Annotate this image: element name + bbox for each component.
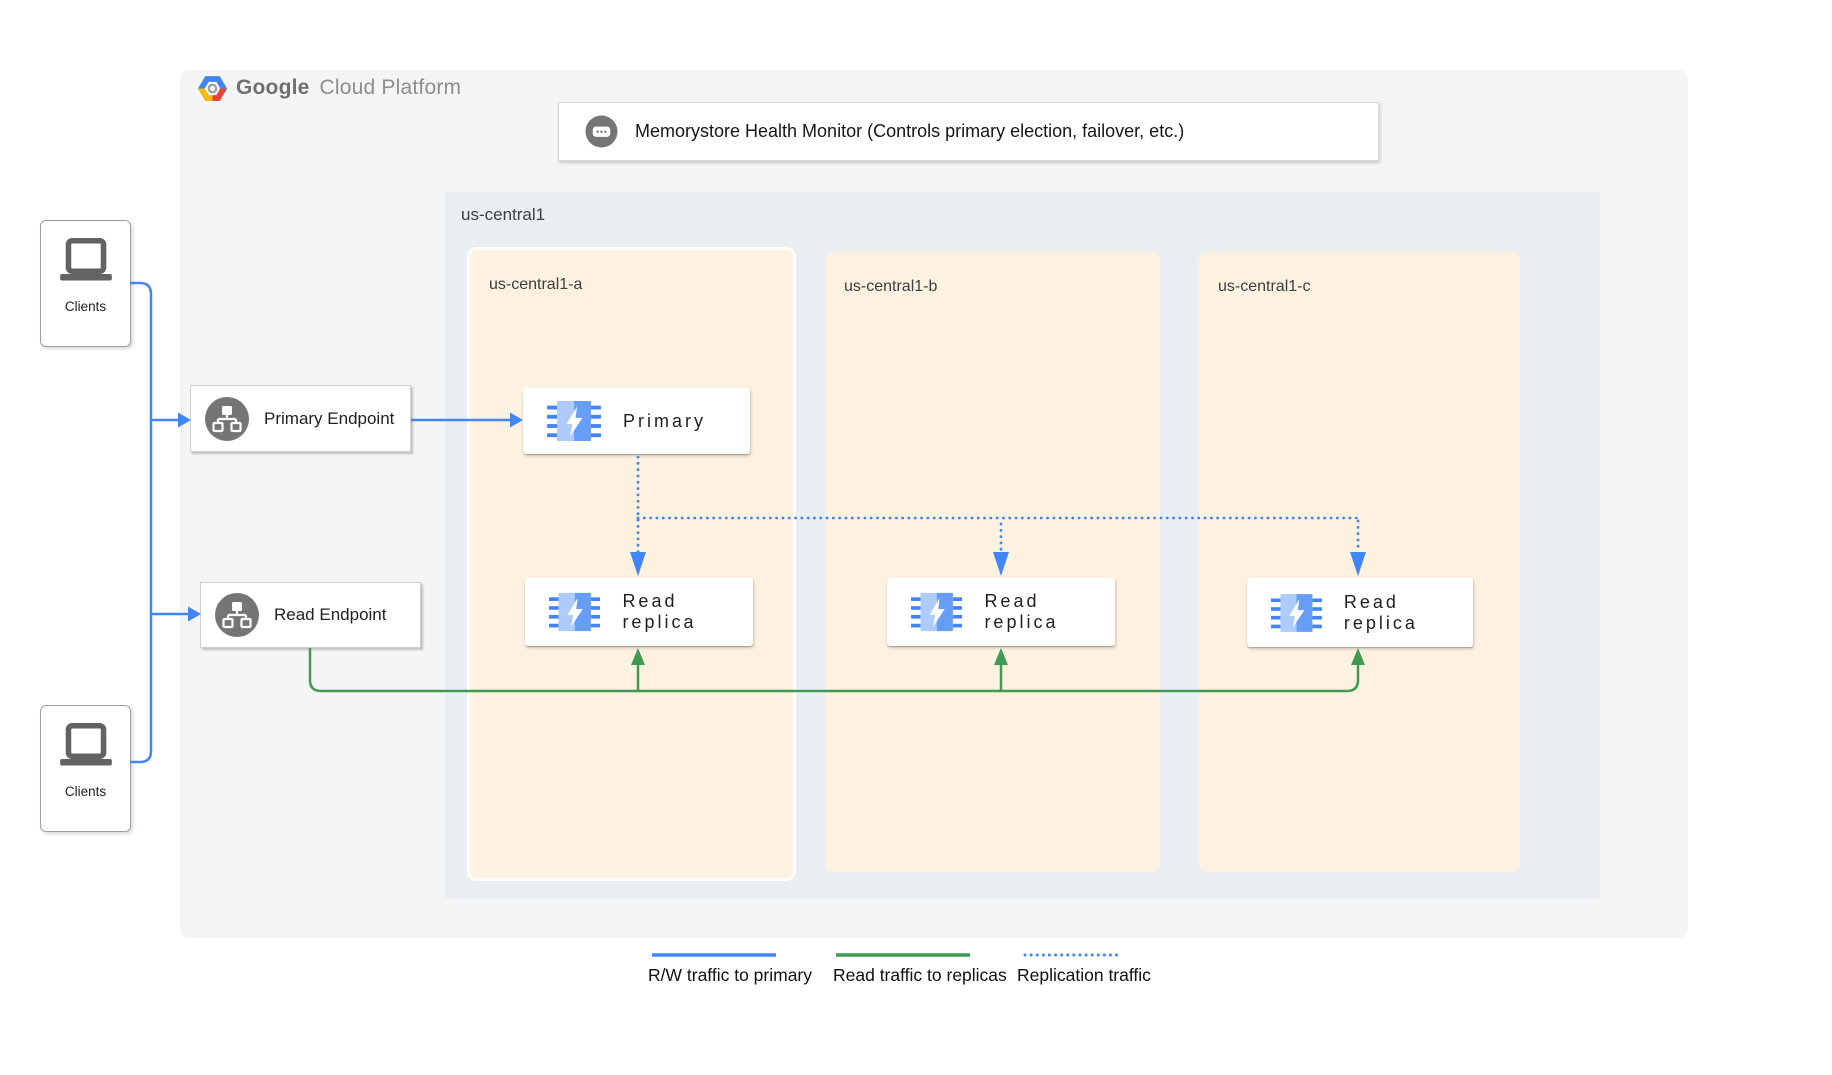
zone-c-label: us-central1-c bbox=[1218, 278, 1311, 295]
primary-node: Primary bbox=[523, 388, 750, 454]
read-replica-node-c: Read replica bbox=[1247, 578, 1473, 647]
legend-label: R/W traffic to primary bbox=[648, 965, 813, 985]
health-monitor-box: Memorystore Health Monitor (Controls pri… bbox=[558, 102, 1379, 161]
laptop-icon bbox=[59, 238, 112, 281]
read-replica-node-a: Read replica bbox=[525, 578, 753, 646]
legend-label: Read traffic to replicas bbox=[833, 965, 1007, 985]
zone-b-label: us-central1-b bbox=[844, 278, 938, 295]
zone-us-central1-a: us-central1-a bbox=[467, 247, 796, 881]
brand-google: Google bbox=[236, 76, 310, 99]
region-label: us-central1 bbox=[461, 205, 546, 224]
read-replica-node-b: Read replica bbox=[887, 578, 1115, 646]
primary-endpoint-box: Primary Endpoint bbox=[190, 385, 411, 452]
gcp-logo: Google Cloud Platform bbox=[198, 74, 461, 102]
clients-box-bottom: Clients bbox=[40, 705, 131, 832]
read-endpoint-box: Read Endpoint bbox=[200, 582, 421, 648]
legend-item-replication-traffic: Replication traffic bbox=[1017, 952, 1151, 986]
zone-us-central1-c: us-central1-c bbox=[1199, 252, 1520, 872]
primary-node-label: Primary bbox=[623, 410, 706, 431]
memorystore-icon bbox=[911, 592, 963, 632]
health-monitor-label: Memorystore Health Monitor (Controls pri… bbox=[635, 121, 1185, 141]
memorystore-icon bbox=[1271, 593, 1322, 632]
clients-trunk-line bbox=[130, 281, 153, 764]
memorystore-icon bbox=[547, 401, 601, 441]
clients-label: Clients bbox=[64, 299, 107, 314]
legend-label: Replication traffic bbox=[1017, 965, 1151, 985]
laptop-icon bbox=[59, 723, 112, 766]
read-replica-label: Read replica bbox=[1343, 591, 1418, 633]
read-replica-label: Read replica bbox=[622, 591, 697, 632]
blue-solid-line-icon bbox=[652, 953, 776, 957]
brand-cloud-platform: Cloud Platform bbox=[319, 76, 462, 99]
network-endpoint-icon bbox=[215, 593, 259, 637]
network-endpoint-icon bbox=[205, 396, 249, 441]
memorystore-icon bbox=[549, 592, 601, 632]
read-replica-label: Read replica bbox=[984, 591, 1059, 632]
zone-a-label: us-central1-a bbox=[489, 276, 583, 293]
legend-item-rw-traffic: R/W traffic to primary bbox=[648, 952, 812, 986]
zone-us-central1-b: us-central1-b bbox=[825, 252, 1160, 872]
green-solid-line-icon bbox=[836, 953, 970, 957]
clients-label: Clients bbox=[64, 784, 107, 799]
blue-dotted-line-icon bbox=[1023, 953, 1119, 957]
gcp-hexagon-icon bbox=[198, 75, 227, 101]
console-dots-icon bbox=[585, 115, 618, 148]
legend: R/W traffic to primary Read traffic to r… bbox=[0, 952, 1832, 1012]
read-endpoint-label: Read Endpoint bbox=[274, 605, 387, 624]
clients-box-top: Clients bbox=[40, 220, 131, 347]
legend-item-read-traffic: Read traffic to replicas bbox=[833, 952, 1007, 986]
primary-endpoint-label: Primary Endpoint bbox=[264, 408, 395, 428]
